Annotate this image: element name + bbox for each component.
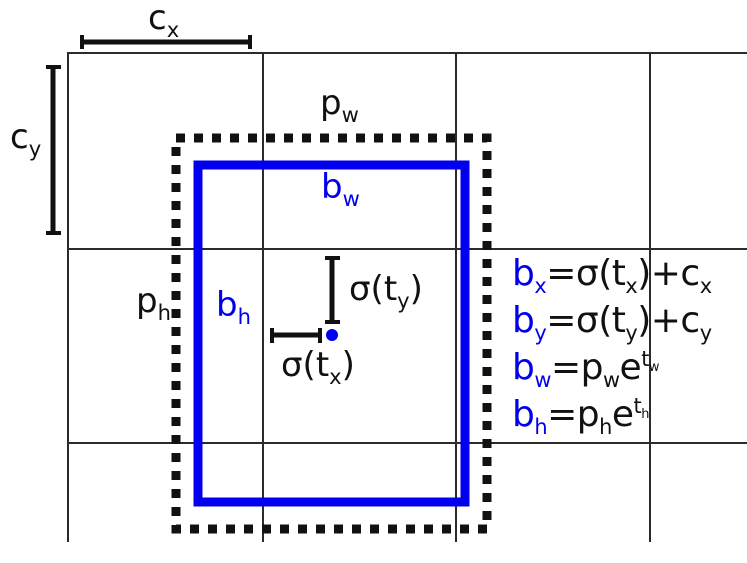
equation-by: by=σ(ty)+cy [512,300,712,346]
label-bw: bw [321,167,360,211]
label-pw: pw [320,83,359,127]
label-cy: cy [10,117,42,161]
sigma-ty-bracket [325,256,340,324]
label-cx: cx [148,0,180,42]
predicted-box [193,160,470,507]
equation-bh: bh=pheth [512,394,649,440]
label-sigma-tx: σ(tx) [281,345,355,389]
cx-bracket [80,35,252,49]
label-sigma-ty: σ(ty) [349,269,423,313]
box-center-point [326,329,338,341]
equation-bw: bw=pwetw [512,347,659,393]
cy-bracket [46,65,61,235]
prior-box [171,133,492,534]
equation-bx: bx=σ(tx)+cx [512,253,712,299]
label-bh: bh [216,285,251,329]
label-ph: ph [136,281,171,325]
sigma-tx-bracket [270,328,322,343]
